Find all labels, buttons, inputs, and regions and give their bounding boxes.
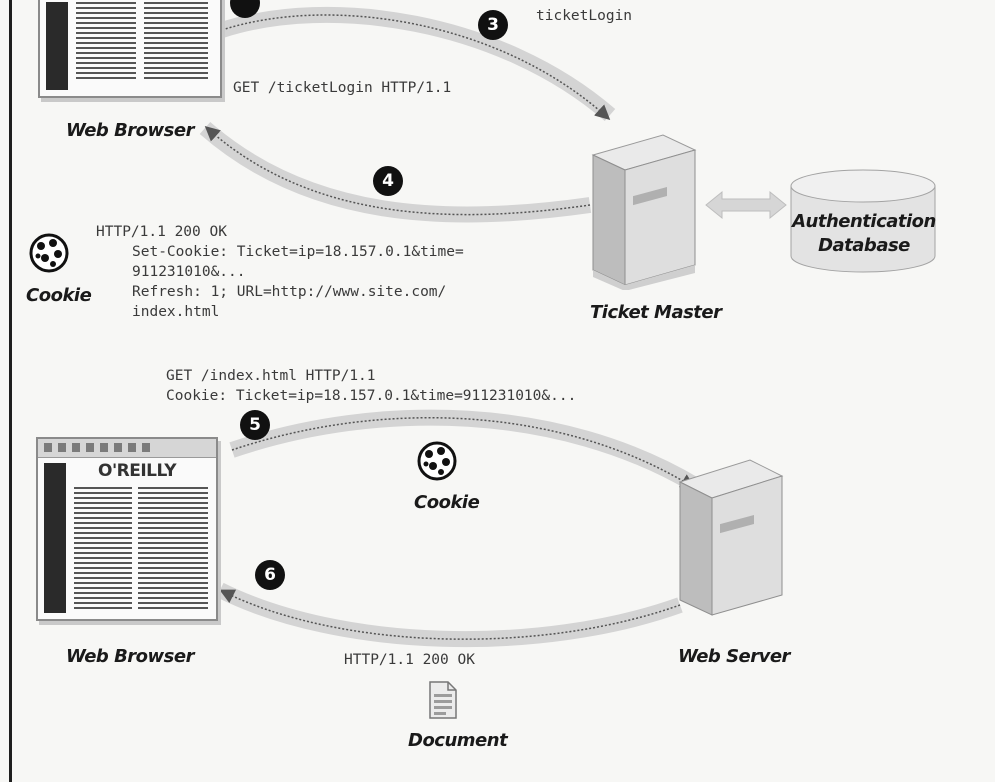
ticket-master-server-icon [591, 134, 697, 290]
auth-db-label-line2: Database [818, 235, 910, 256]
arrow-step-5 [231, 417, 696, 489]
browser-sidebar [46, 2, 68, 90]
response-1-line-5: index.html [132, 304, 220, 320]
response-1-line-3: 911231010&... [132, 264, 246, 280]
cookie-icon [29, 233, 69, 273]
auth-db-label-line1: Authentication [792, 211, 936, 232]
arrow-step-4 [204, 126, 591, 216]
ticket-master-label: Ticket Master [590, 302, 722, 323]
web-server-label: Web Server [678, 646, 790, 667]
arrow-step-3 [221, 14, 611, 121]
arrow-band-step-6 [216, 582, 683, 648]
cookie-left-label: Cookie [26, 285, 92, 306]
step-badge-4: 4 [373, 166, 403, 196]
response-1-line-2: Set-Cookie: Ticket=ip=18.157.0.1&time= [132, 244, 464, 260]
authentication-database-icon [790, 169, 936, 273]
step-badge-2-partial [230, 0, 260, 18]
web-browser-bottom: O'REILLY [36, 437, 218, 621]
auth-db-label: Authentication Database [790, 210, 938, 258]
step-badge-6: 6 [255, 560, 285, 590]
browser-logo: O'REILLY [98, 461, 177, 481]
cookie-icon [417, 441, 457, 481]
response-2: HTTP/1.1 200 OK [344, 652, 475, 668]
request-ticket-login: GET /ticketLogin HTTP/1.1 [233, 80, 452, 96]
web-browser-top [38, 0, 222, 98]
document-icon [429, 681, 457, 719]
web-server-icon [678, 459, 784, 616]
step-badge-3: 3 [478, 10, 508, 40]
web-browser-bottom-label: Web Browser [66, 646, 194, 667]
document-label: Document [408, 730, 508, 751]
browser-text-column [138, 487, 208, 609]
browser-text-column [144, 2, 208, 82]
arrow-step-6 [219, 589, 681, 640]
request-2-line-1: GET /index.html HTTP/1.1 [166, 368, 376, 384]
arrow-band-step-3 [219, 6, 616, 122]
left-divider [9, 0, 12, 782]
browser-sidebar [44, 463, 66, 613]
browser-text-column [74, 487, 132, 609]
response-1-line-4: Refresh: 1; URL=http://www.site.com/ [132, 284, 447, 300]
web-browser-top-label: Web Browser [66, 120, 194, 141]
browser-toolbar [38, 439, 216, 458]
step-badge-5: 5 [240, 410, 270, 440]
arrow-band-step-5 [229, 409, 700, 492]
browser-text-column [76, 2, 136, 82]
ticket-login-label: ticketLogin [536, 8, 633, 24]
db-link-arrow [705, 190, 787, 220]
request-2-line-2: Cookie: Ticket=ip=18.157.0.1&time=911231… [166, 388, 577, 404]
response-1-line-1: HTTP/1.1 200 OK [96, 224, 227, 240]
cookie-middle-label: Cookie [414, 492, 480, 513]
